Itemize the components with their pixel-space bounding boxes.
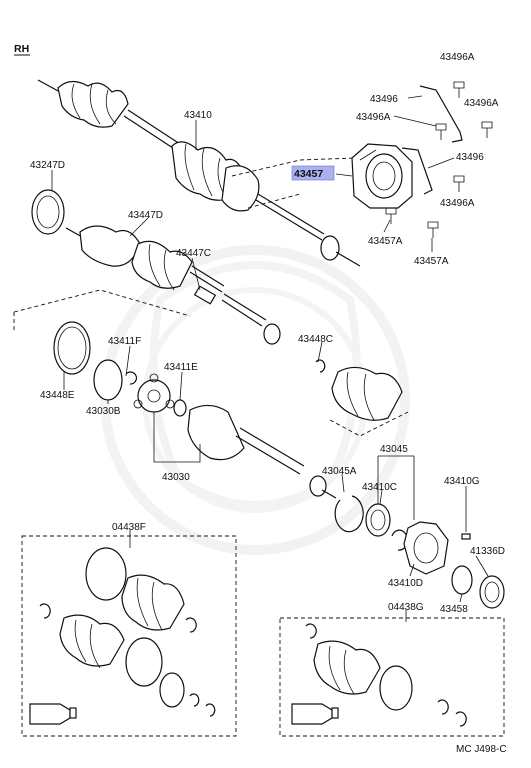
part-labels: 43496A 43496 43496A 43496A 43410 43496 4… <box>30 52 505 615</box>
highlight-43457 <box>291 165 335 181</box>
label-43458: 43458 <box>440 604 468 615</box>
label-04438g: 04438G <box>388 602 424 613</box>
label-43448e: 43448E <box>40 390 75 401</box>
side-marker: RH <box>14 43 29 55</box>
label-43457a-right: 43457A <box>414 256 449 267</box>
label-43410d: 43410D <box>388 578 423 589</box>
label-43447c: 43447C <box>176 248 211 259</box>
label-41336d: 41336D <box>470 546 505 557</box>
label-43447d: 43447D <box>128 210 163 221</box>
bearing-set <box>334 495 505 609</box>
label-43410: 43410 <box>184 110 212 121</box>
boot-kit-f <box>29 547 216 725</box>
driveshaft-assembly <box>37 79 361 267</box>
label-43030b: 43030B <box>86 406 121 417</box>
clamp-set-left <box>53 321 138 401</box>
label-43411e: 43411E <box>164 362 198 373</box>
leader-lines <box>51 95 489 622</box>
boot-kit-g <box>291 623 467 727</box>
kit-box-04438g <box>279 617 505 737</box>
label-43247d: 43247D <box>30 160 65 171</box>
label-43496a-top: 43496A <box>440 52 475 63</box>
label-43496-top: 43496 <box>370 94 398 105</box>
label-43457a-left: 43457A <box>368 236 403 247</box>
label-43030: 43030 <box>162 472 190 483</box>
boot-clamp-ring <box>31 189 65 235</box>
label-43448c: 43448C <box>298 334 333 345</box>
label-04438f: 04438F <box>112 522 146 533</box>
label-43457: 43457 <box>294 168 323 180</box>
inboard-joint-assembly <box>65 225 281 345</box>
kit-box-04438f <box>21 535 237 737</box>
label-43410g: 43410G <box>444 476 480 487</box>
tripod-joint <box>133 373 187 417</box>
label-43496a-left: 43496A <box>356 112 391 123</box>
label-43045a: 43045A <box>322 466 357 477</box>
drawing-code: MC J498-C <box>456 744 507 755</box>
bearing-bracket <box>351 143 413 209</box>
boot-43448c <box>315 359 403 421</box>
label-43496-mid: 43496 <box>456 152 484 163</box>
label-43496a-low: 43496A <box>440 198 475 209</box>
label-43410c: 43410C <box>362 482 397 493</box>
label-43496a-right: 43496A <box>464 98 499 109</box>
label-43411f: 43411F <box>108 336 141 347</box>
inboard-housing <box>187 404 337 499</box>
label-43045: 43045 <box>380 444 408 455</box>
